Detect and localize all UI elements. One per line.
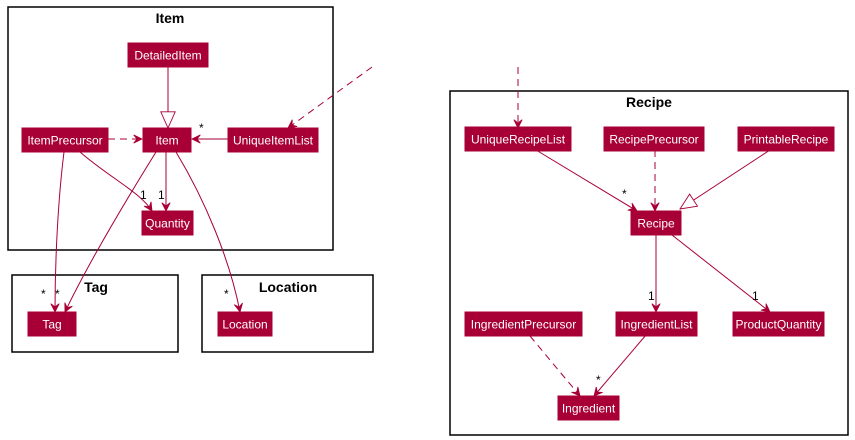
class-recipe-precursor[interactable]: RecipePrecursor xyxy=(603,126,705,152)
multiplicity-item-tag: * xyxy=(55,287,60,301)
edge-printablerecipe-recipe-inheritance xyxy=(680,149,771,209)
class-quantity-label: Quantity xyxy=(145,217,190,231)
class-item-precursor[interactable]: ItemPrecursor xyxy=(21,127,109,153)
package-location-title: Location xyxy=(259,279,317,295)
class-ingredient-precursor-label: IngredientPrecursor xyxy=(471,318,576,332)
class-location[interactable]: Location xyxy=(217,311,273,337)
multiplicity-itemprecursor-quantity: 1 xyxy=(140,188,147,202)
package-recipe-title: Recipe xyxy=(626,94,672,110)
edge-external-uniqueitemlist xyxy=(288,66,373,128)
class-ingredient-list[interactable]: IngredientList xyxy=(615,311,698,337)
class-ingredient-list-label: IngredientList xyxy=(620,318,693,332)
class-product-quantity-label: ProductQuantity xyxy=(735,318,821,332)
package-item-title: Item xyxy=(156,10,185,26)
class-tag-label: Tag xyxy=(42,318,61,332)
edge-ingredientlist-ingredient-aggregation xyxy=(594,335,646,396)
class-ingredient-precursor[interactable]: IngredientPrecursor xyxy=(464,311,583,337)
edge-ingredientprecursor-ingredient-dependency xyxy=(529,335,580,396)
edge-itemprecursor-tag-composition xyxy=(55,152,64,312)
multiplicity-item-location: * xyxy=(224,287,229,301)
class-item-precursor-label: ItemPrecursor xyxy=(27,134,102,148)
multiplicity-recipe-ingredientlist: 1 xyxy=(648,289,655,303)
package-tag-title: Tag xyxy=(84,279,108,295)
class-recipe-precursor-label: RecipePrecursor xyxy=(609,133,698,147)
class-recipe[interactable]: Recipe xyxy=(630,210,682,236)
class-recipe-label: Recipe xyxy=(637,217,675,231)
class-tag[interactable]: Tag xyxy=(27,311,77,337)
class-quantity[interactable]: Quantity xyxy=(141,210,194,236)
multiplicity-uniquerecipelist-recipe: * xyxy=(622,187,627,201)
class-product-quantity[interactable]: ProductQuantity xyxy=(732,311,825,337)
class-unique-recipe-list-label: UniqueRecipeList xyxy=(471,133,566,147)
class-printable-recipe-label: PrintableRecipe xyxy=(744,133,829,147)
class-detailed-item[interactable]: DetailedItem xyxy=(127,42,209,68)
multiplicity-item-quantity: 1 xyxy=(158,188,165,202)
edge-recipe-productquantity-composition xyxy=(672,235,770,312)
class-unique-item-list[interactable]: UniqueItemList xyxy=(227,127,319,153)
class-ingredient[interactable]: Ingredient xyxy=(557,395,620,421)
multiplicity-recipe-productquantity: 1 xyxy=(752,289,759,303)
class-unique-item-list-label: UniqueItemList xyxy=(233,134,314,148)
class-location-label: Location xyxy=(222,318,267,332)
class-unique-recipe-list[interactable]: UniqueRecipeList xyxy=(464,126,572,152)
multiplicity-itemprecursor-tag: * xyxy=(41,287,46,301)
class-ingredient-label: Ingredient xyxy=(562,402,616,416)
edge-item-tag-composition xyxy=(65,152,156,312)
class-detailed-item-label: DetailedItem xyxy=(134,49,201,63)
class-printable-recipe[interactable]: PrintableRecipe xyxy=(737,126,835,152)
multiplicity-ingredientlist-ingredient: * xyxy=(596,373,601,387)
edge-item-location-composition xyxy=(176,152,240,312)
multiplicity-uniqueitemlist-item: * xyxy=(199,121,204,135)
class-item-label: Item xyxy=(155,134,178,148)
edge-uniquerecipelist-recipe-aggregation xyxy=(536,150,637,211)
class-item[interactable]: Item xyxy=(142,127,192,153)
